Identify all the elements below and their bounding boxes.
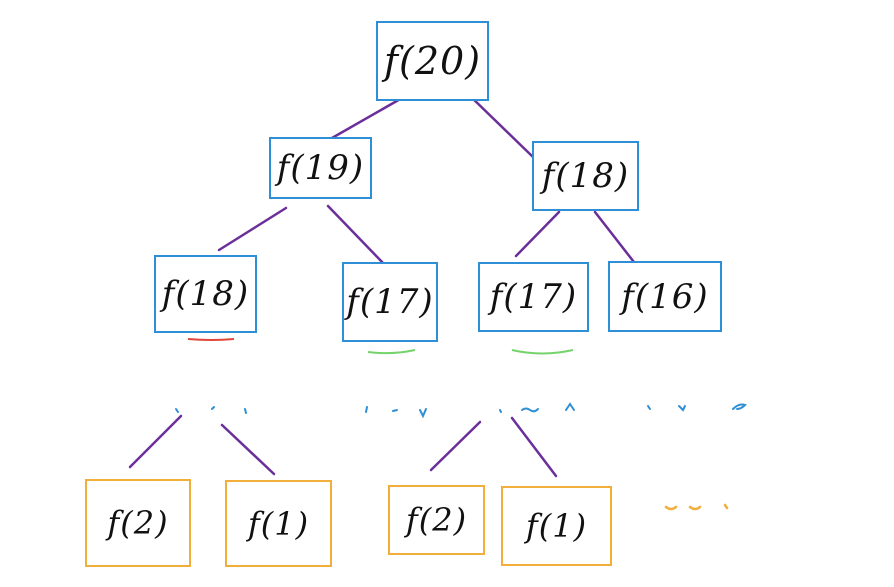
node-f20: f(20) xyxy=(376,21,489,101)
node-f18-left-label: f(18) xyxy=(161,274,250,314)
node-f17-right-label: f(17) xyxy=(489,277,578,317)
edge-18-16 xyxy=(593,210,639,268)
leaf-f2-right-label: f(2) xyxy=(405,501,468,539)
node-f19-label: f(19) xyxy=(276,148,365,188)
node-f18-right: f(18) xyxy=(532,141,639,211)
leaf-f1-left: f(1) xyxy=(225,480,332,567)
underline-green-f17-left xyxy=(367,349,416,355)
edge-bottom-right-a xyxy=(429,420,482,472)
ellipsis-orange-marks xyxy=(664,503,729,511)
node-f16-label: f(16) xyxy=(621,276,709,317)
edge-bottom-left-b xyxy=(220,423,276,476)
edge-20-19 xyxy=(330,96,404,140)
edge-19-18 xyxy=(217,206,288,252)
node-f20-label: f(20) xyxy=(383,39,482,83)
edge-bottom-left-a xyxy=(128,414,183,469)
leaf-f2-left: f(2) xyxy=(85,479,191,567)
node-f18-right-label: f(18) xyxy=(541,156,630,196)
edge-18-17 xyxy=(514,210,561,258)
leaf-f1-left-label: f(1) xyxy=(247,504,310,543)
node-f17-left-label: f(17) xyxy=(346,282,434,322)
leaf-f1-right: f(1) xyxy=(501,486,612,566)
underline-green-f17-right xyxy=(511,349,574,355)
leaf-f2-right: f(2) xyxy=(388,485,485,555)
node-f19: f(19) xyxy=(269,137,372,199)
edge-bottom-right-b xyxy=(510,416,558,478)
node-f17-right: f(17) xyxy=(478,262,589,332)
ellipsis-blue-marks xyxy=(175,402,747,419)
node-f18-left: f(18) xyxy=(154,255,257,333)
underline-red-f18-left xyxy=(187,338,235,341)
node-f16: f(16) xyxy=(608,261,722,332)
edge-20-18 xyxy=(466,92,535,159)
leaf-f1-right-label: f(1) xyxy=(525,507,588,545)
edge-19-17 xyxy=(326,204,385,265)
leaf-f2-left-label: f(2) xyxy=(107,504,169,542)
node-f17-left: f(17) xyxy=(342,262,438,342)
